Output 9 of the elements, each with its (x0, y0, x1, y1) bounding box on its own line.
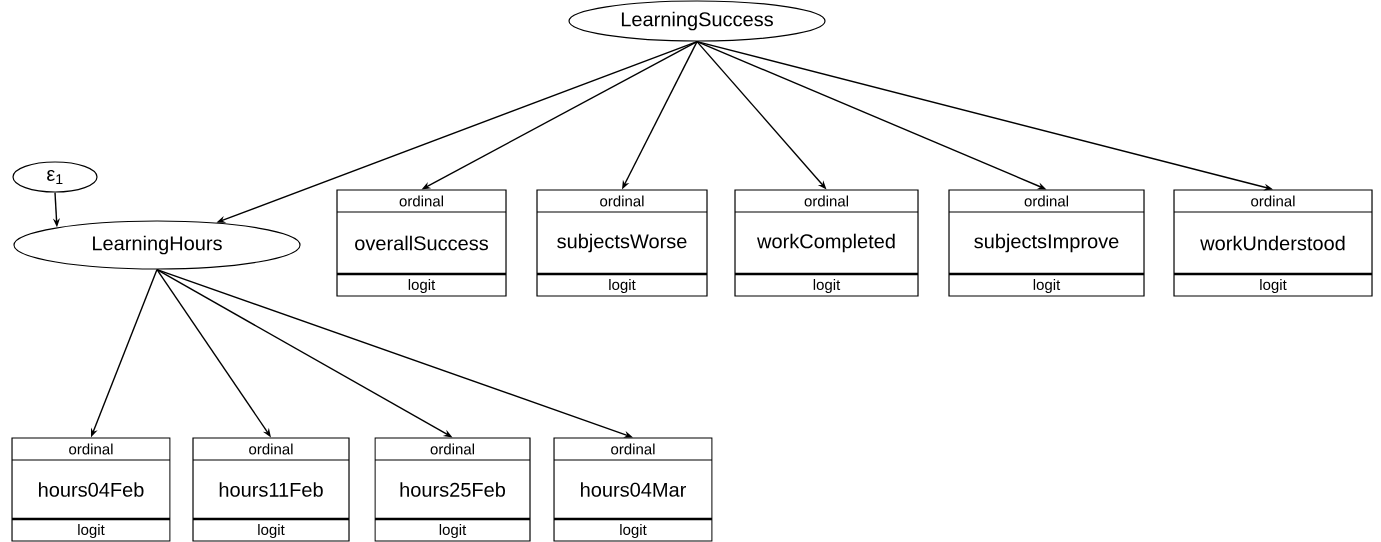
observed-variable-box: ordinal hours25Feb logit (374, 437, 531, 542)
observed-variable-box: ordinal subjectsImprove logit (948, 189, 1145, 297)
observed-variable-box: ordinal subjectsWorse logit (536, 189, 708, 297)
observed-variable-box: ordinal workCompleted logit (734, 189, 919, 297)
observed-variable-box: ordinal hours11Feb logit (192, 437, 350, 542)
observed-variable-box: ordinal hours04Mar logit (553, 437, 713, 542)
observed-variable-box: ordinal workUnderstood logit (1173, 189, 1373, 297)
observed-variable-box: ordinal overallSuccess logit (336, 189, 507, 297)
observed-variable-box: ordinal hours04Feb logit (11, 437, 171, 542)
